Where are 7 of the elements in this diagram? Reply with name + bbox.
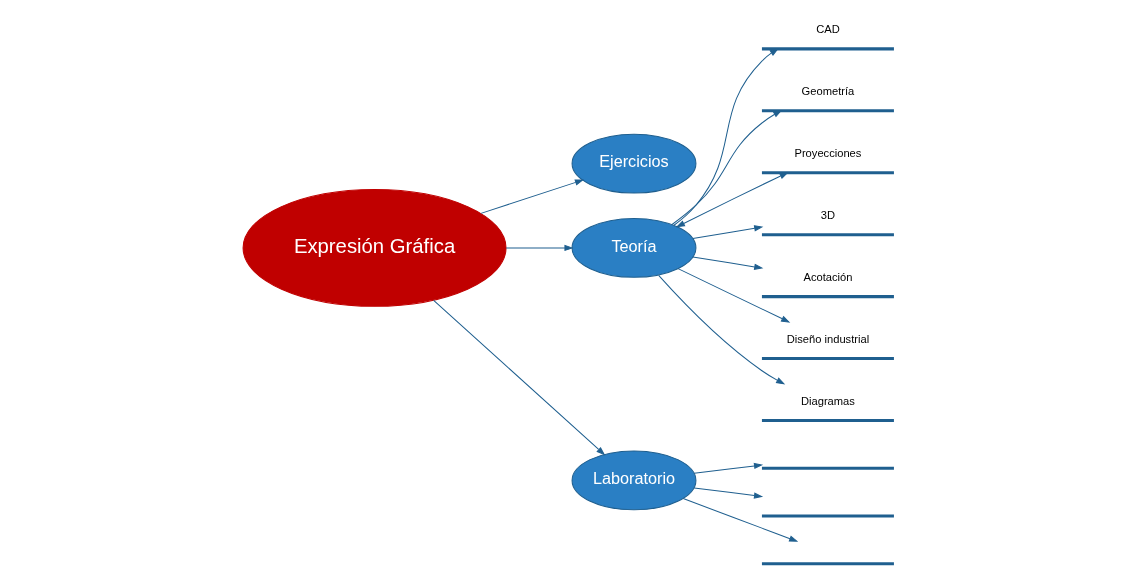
node-text: Geometría xyxy=(801,85,854,98)
node-text: 3D xyxy=(820,209,835,222)
node-text: CAD xyxy=(815,23,840,36)
node-text: Diseño industrial xyxy=(786,333,869,346)
node-text: Acotación xyxy=(802,271,852,284)
node-text: Proyecciones xyxy=(793,147,861,160)
node-text: Diagramas xyxy=(800,395,855,408)
